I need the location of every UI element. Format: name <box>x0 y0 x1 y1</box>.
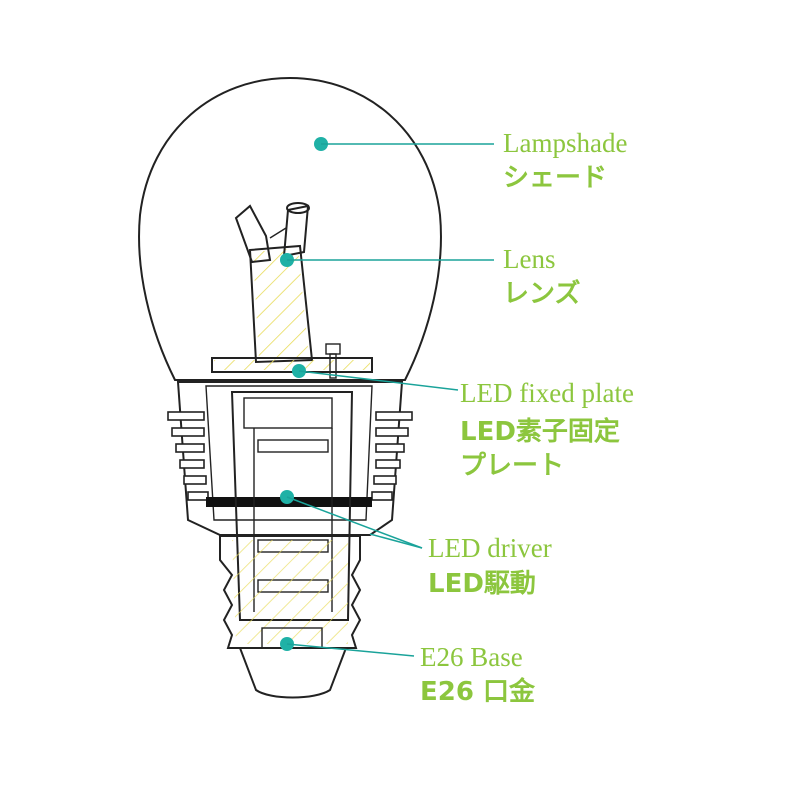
heatsink-fins-left <box>167 411 209 501</box>
lens-label-en: Lens <box>503 244 555 274</box>
led-plate-label-en: LED fixed plate <box>460 378 634 408</box>
led-plate-label-jp2: プレート <box>460 451 564 481</box>
e26-base-label-jp: E26 口金 <box>420 676 536 707</box>
led-fixed-plate <box>211 343 373 379</box>
lens-label-jp: レンズ <box>503 278 580 309</box>
e26-screw-base <box>219 535 362 699</box>
heatsink-fins-right <box>371 411 413 501</box>
labels: Lampshade シェード Lens レンズ LED fixed plate … <box>420 128 634 707</box>
lampshade-label-en: Lampshade <box>503 128 627 158</box>
lampshade-label-jp: シェード <box>503 163 607 193</box>
lens-stem <box>234 202 314 364</box>
led-driver-label-en: LED driver <box>428 533 552 563</box>
e26-base-label-en: E26 Base <box>420 642 523 672</box>
led-driver-label-jp: LED駆動 <box>428 569 536 599</box>
led-plate-label-jp1: LED素子固定 <box>460 416 620 447</box>
lampshade-globe <box>138 76 442 381</box>
heatsink-housing <box>167 381 413 536</box>
callouts <box>280 137 494 657</box>
